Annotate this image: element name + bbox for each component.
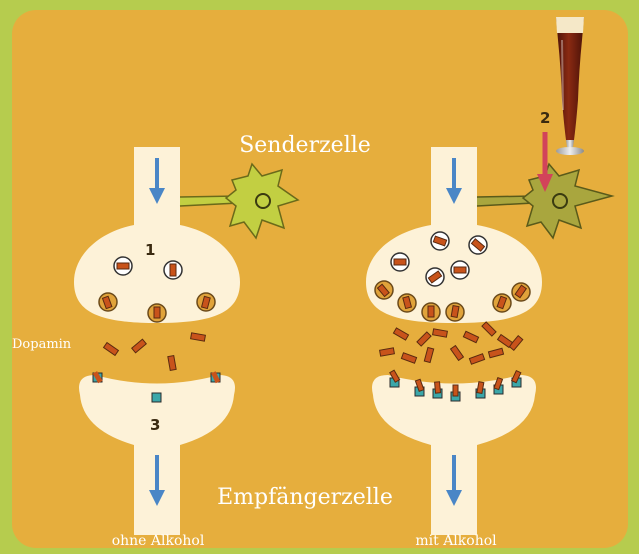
docked-vesicle [493, 294, 511, 312]
marker-2: 2 [540, 109, 550, 127]
vesicle-icon [426, 268, 444, 286]
dopamine-label: Dopamin [12, 337, 72, 352]
docked-vesicle [398, 294, 416, 312]
docked-vesicle [512, 283, 530, 301]
vesicle-icon [164, 261, 182, 279]
sender-cell-label: Senderzelle [239, 133, 371, 158]
with-alcohol-label: mit Alkohol [415, 533, 497, 549]
vesicle-icon [451, 261, 469, 279]
marker-1: 1 [145, 241, 155, 259]
marker-3: 3 [150, 416, 160, 434]
receptor-icon [93, 371, 103, 383]
docked-vesicle [148, 304, 166, 322]
vesicle-icon [114, 257, 132, 275]
docked-vesicle [375, 281, 393, 299]
docked-vesicle [422, 303, 440, 321]
docked-vesicle [446, 303, 464, 321]
receiver-cell-label: Empfängerzelle [217, 485, 393, 510]
without-alcohol-label: ohne Alkohol [112, 533, 205, 549]
docked-vesicle [197, 293, 215, 311]
vesicle-icon [391, 253, 409, 271]
receptor-icon [211, 371, 220, 383]
vesicle-icon [469, 236, 487, 254]
docked-vesicle [99, 293, 117, 311]
receptor-icon [152, 393, 161, 402]
vesicle-icon [431, 232, 449, 250]
